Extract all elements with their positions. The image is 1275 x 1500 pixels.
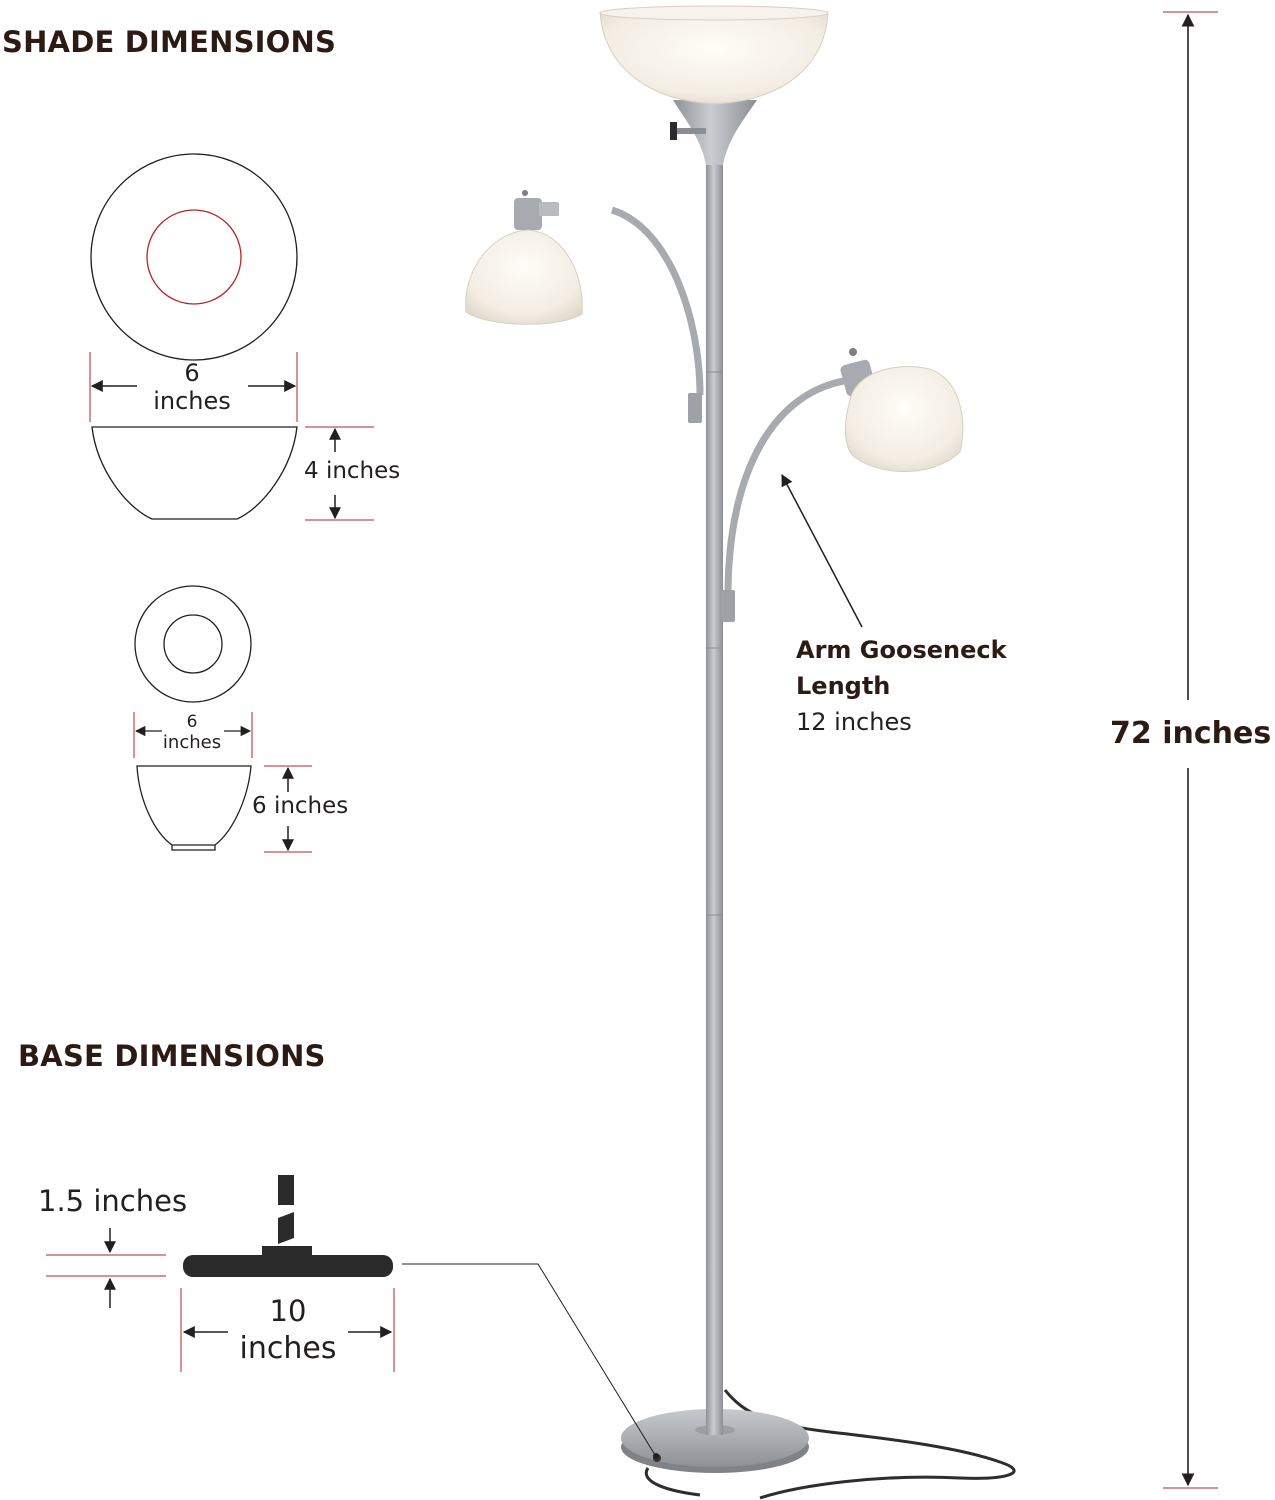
large-shade-side-view xyxy=(91,426,298,520)
small-shade-width-value: 6 xyxy=(186,712,198,732)
large-shade-width-value: 6 xyxy=(184,359,200,387)
base-cross-section xyxy=(183,1175,393,1277)
small-shade-top-view xyxy=(134,585,252,703)
gooseneck-title-line2: Length xyxy=(796,672,891,700)
large-shade-width-dimension xyxy=(89,352,298,422)
gooseneck-length-value: 12 inches xyxy=(796,708,912,736)
base-width-dimension xyxy=(180,1288,395,1372)
base-thickness-label: 1.5 inches xyxy=(38,1184,188,1218)
small-shade-height-dimension xyxy=(264,765,312,853)
base-thickness-dimension xyxy=(46,1228,166,1308)
small-shade-width-unit: inches xyxy=(162,732,222,753)
lamp-height-label: 72 inches xyxy=(1110,716,1272,751)
base-width-unit: inches xyxy=(239,1331,337,1366)
small-shade-width-dimension xyxy=(133,712,253,758)
large-shade-top-view xyxy=(90,153,298,361)
base-leader-line xyxy=(402,1263,656,1456)
shade-dimensions-heading: SHADE DIMENSIONS xyxy=(2,25,337,59)
lamp-height-dimension xyxy=(1163,11,1218,1489)
floor-lamp-illustration xyxy=(465,5,1016,1500)
gooseneck-title-line1: Arm Gooseneck xyxy=(796,636,1007,664)
large-shade-height-dimension xyxy=(305,426,374,521)
gooseneck-pointer-arrow xyxy=(781,473,863,628)
large-shade-width-unit: inches xyxy=(153,387,231,415)
base-dimensions-heading: BASE DIMENSIONS xyxy=(18,1039,326,1073)
small-shade-height-label: 6 inches xyxy=(252,793,349,819)
large-shade-height-label: 4 inches xyxy=(304,458,401,484)
base-width-value: 10 xyxy=(269,1294,307,1328)
small-shade-side-view xyxy=(136,765,252,851)
